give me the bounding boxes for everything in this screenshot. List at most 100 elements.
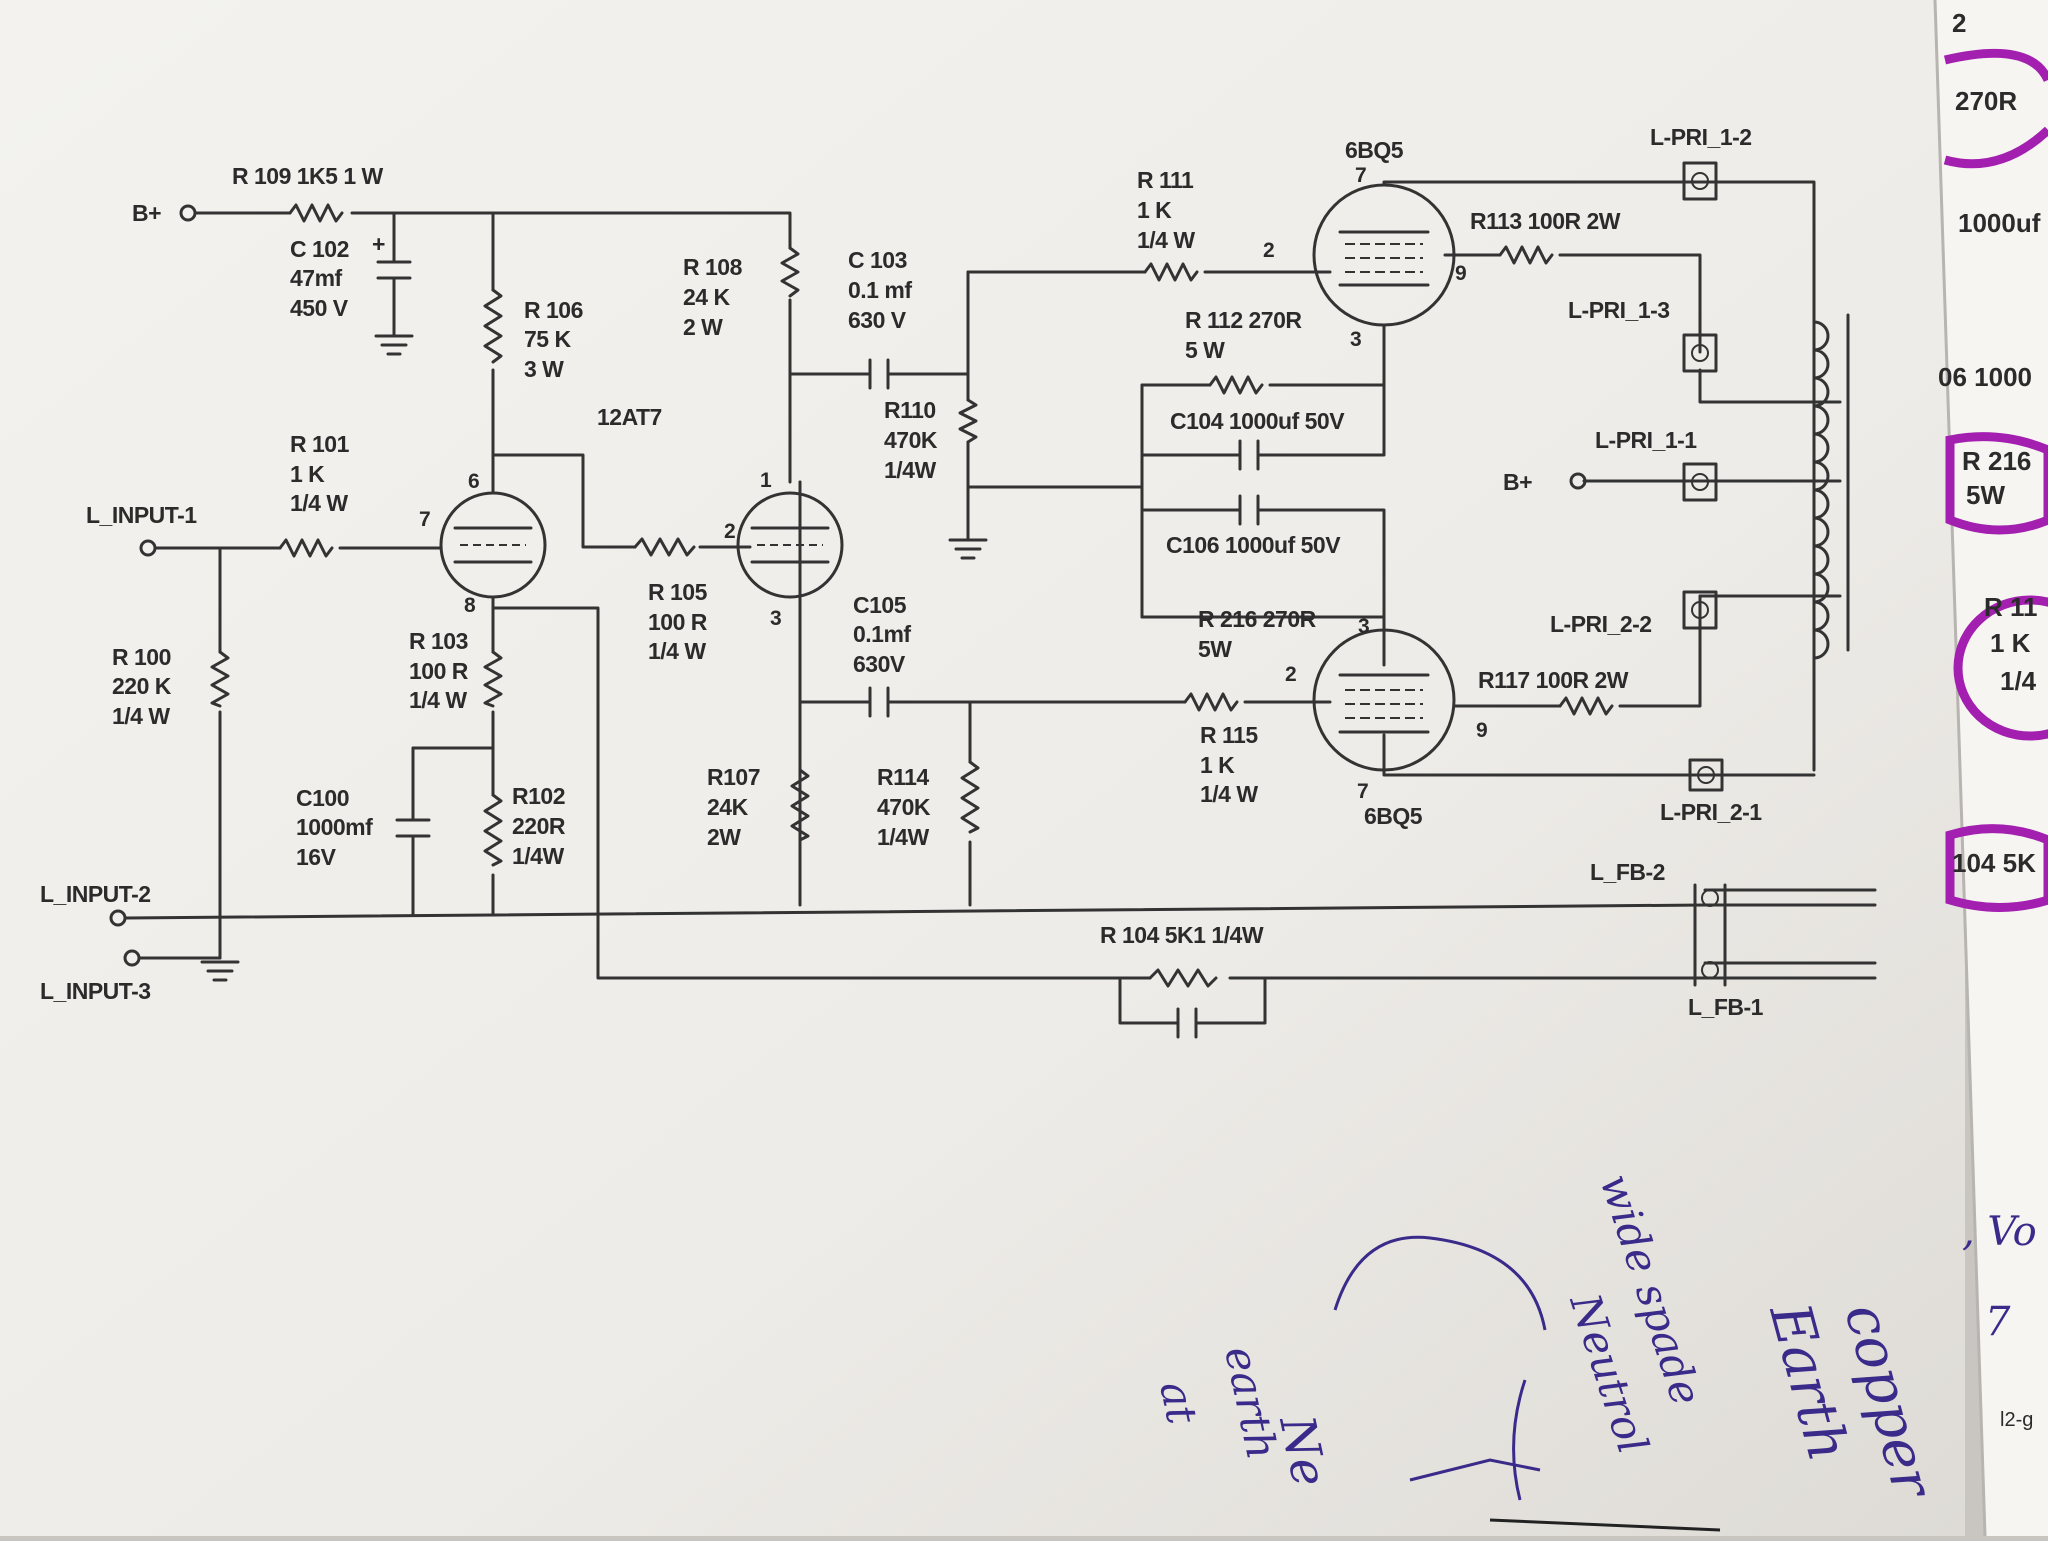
- purple-highlight-3: [1945, 824, 2048, 912]
- resistor-r108: [780, 246, 800, 298]
- edge-page-number: 2: [1952, 8, 1966, 38]
- label-bplus-2: B+: [1503, 469, 1532, 495]
- label-c103-name: C 103: [848, 247, 907, 273]
- label-r103-name: R 103: [409, 628, 468, 654]
- label-r100-pow: 1/4 W: [112, 703, 170, 729]
- pin-v2-grid: 2: [1263, 239, 1275, 262]
- label-r108-name: R 108: [683, 254, 743, 280]
- pin-v3-grid: 2: [1285, 663, 1297, 686]
- purple-circle: [1953, 595, 2048, 741]
- label-l-pri-2-2: L-PRI_2-2: [1550, 611, 1652, 637]
- label-l-input-2: L_INPUT-2: [40, 881, 151, 907]
- output-transformer: [1812, 313, 1850, 660]
- labels: B+ R 109 1K5 1 W C 102 47mf 450 V + R 10…: [40, 124, 1764, 1020]
- edge-text-9: 104 5K: [1952, 848, 2036, 878]
- label-c102-val: 47mf: [290, 265, 343, 291]
- edge-page: [1935, 0, 2048, 1536]
- tube-6bq5-bottom: [1312, 628, 1456, 772]
- label-l-input-3: L_INPUT-3: [40, 978, 151, 1004]
- label-c104: C104 1000uf 50V: [1170, 408, 1345, 434]
- edge-text-7: 1 K: [1990, 628, 2031, 658]
- capacitors: [376, 260, 1260, 1039]
- label-c103-val: 0.1 mf: [848, 277, 912, 303]
- pin-v1a-plate: 6: [468, 470, 480, 493]
- label-c103-volt: 630 V: [848, 307, 907, 333]
- label-c100-volt: 16V: [296, 844, 337, 870]
- label-c102-name: C 102: [290, 236, 349, 262]
- label-r104: R 104 5K1 1/4W: [1100, 922, 1264, 948]
- wires: [123, 180, 1877, 1025]
- edge-text-5: 5W: [1966, 480, 2005, 510]
- label-l-pri-1-3: L-PRI_1-3: [1568, 297, 1670, 323]
- tube-12at7-b: [736, 491, 844, 599]
- pin-v1a-cathode: 8: [464, 594, 476, 617]
- label-r101-pow: 1/4 W: [290, 490, 348, 516]
- edge-text-2: 1000uf: [1958, 208, 2041, 238]
- tube-6bq5-top: [1312, 183, 1456, 327]
- label-c105-val: 0.1mf: [853, 621, 911, 647]
- edge-text-10: l2-g: [2000, 1409, 2033, 1431]
- label-l-fb-2: L_FB-2: [1590, 859, 1665, 885]
- label-r106-val: 75 K: [524, 326, 571, 352]
- label-r216-name: R 216 270R: [1198, 606, 1317, 632]
- label-c102-volt: 450 V: [290, 295, 349, 321]
- pin-v1a-grid: 7: [419, 508, 431, 531]
- label-r112-name: R 112 270R: [1185, 307, 1302, 333]
- edge-page-content: 2 270R 1000uf 06 1000 R 216 5W R 11 1 K …: [1938, 8, 2048, 1431]
- label-r114-name: R114: [877, 764, 929, 790]
- label-r110-pow: 1/4W: [884, 457, 936, 483]
- hand-scribble: [1409, 1379, 1541, 1501]
- label-r102-name: R102: [512, 783, 565, 809]
- resistor-r111: [1143, 262, 1199, 282]
- label-r106-name: R 106: [524, 297, 583, 323]
- resistor-r107: [790, 768, 810, 842]
- label-l-pri-1-2: L-PRI_1-2: [1650, 124, 1752, 150]
- label-bplus: B+: [132, 200, 161, 226]
- edge-text-8: 1/4: [2000, 666, 2037, 696]
- resistor-r106: [483, 288, 503, 364]
- label-r109: R 109 1K5 1 W: [232, 163, 384, 189]
- label-tube-top: 6BQ5: [1345, 137, 1404, 163]
- label-r103-val: 100 R: [409, 658, 469, 684]
- label-r108-val: 24 K: [683, 284, 730, 310]
- edge-text-4: R 216: [1962, 446, 2031, 476]
- hand-arc: [1333, 1235, 1547, 1331]
- grounds: [200, 334, 988, 982]
- label-c100-name: C100: [296, 785, 349, 811]
- pin-v3-screen: 9: [1476, 719, 1488, 742]
- resistor-r105: [633, 537, 696, 557]
- label-r110-name: R110: [884, 397, 936, 423]
- resistors: [210, 203, 1614, 988]
- label-r102-pow: 1/4W: [512, 843, 564, 869]
- label-r110-val: 470K: [884, 427, 938, 453]
- purple-highlight-1: [1943, 48, 2048, 169]
- pin-v1b-cathode: 3: [770, 607, 782, 630]
- label-r101-name: R 101: [290, 431, 350, 457]
- hand-vo: , Vo: [1962, 1209, 2037, 1255]
- label-r111-name: R 111: [1137, 167, 1194, 193]
- label-r105-name: R 105: [648, 579, 708, 605]
- label-r108-pow: 2 W: [683, 314, 723, 340]
- resistor-r101: [278, 538, 334, 558]
- resistor-r104: [1148, 968, 1218, 988]
- edge-text-3: 06 1000: [1938, 362, 2032, 392]
- pin-v2-plate: 7: [1355, 164, 1367, 187]
- hand-seven: 7: [1985, 1299, 2011, 1345]
- pin-numbers: 6 7 8 1 2 3 7 2 9 3 3 2 9 7: [419, 164, 1488, 803]
- label-l-pri-2-1: L-PRI_2-1: [1660, 799, 1762, 825]
- resistor-r114: [960, 760, 980, 834]
- label-r102-val: 220R: [512, 813, 566, 839]
- resistor-r100: [210, 650, 230, 708]
- label-r111-val: 1 K: [1137, 197, 1172, 223]
- hand-at: at: [1150, 1377, 1207, 1428]
- resistor-r103: [483, 650, 503, 708]
- label-tube-12at7: 12AT7: [597, 404, 662, 430]
- resistor-r102: [483, 793, 503, 867]
- label-r216-pow: 5W: [1198, 636, 1232, 662]
- tube-12at7-a: [439, 491, 547, 599]
- purple-highlight-2: [1945, 432, 2048, 535]
- pin-v1b-plate: 1: [760, 469, 772, 492]
- pin-v2-cathode: 3: [1350, 328, 1362, 351]
- label-c105-volt: 630V: [853, 651, 906, 677]
